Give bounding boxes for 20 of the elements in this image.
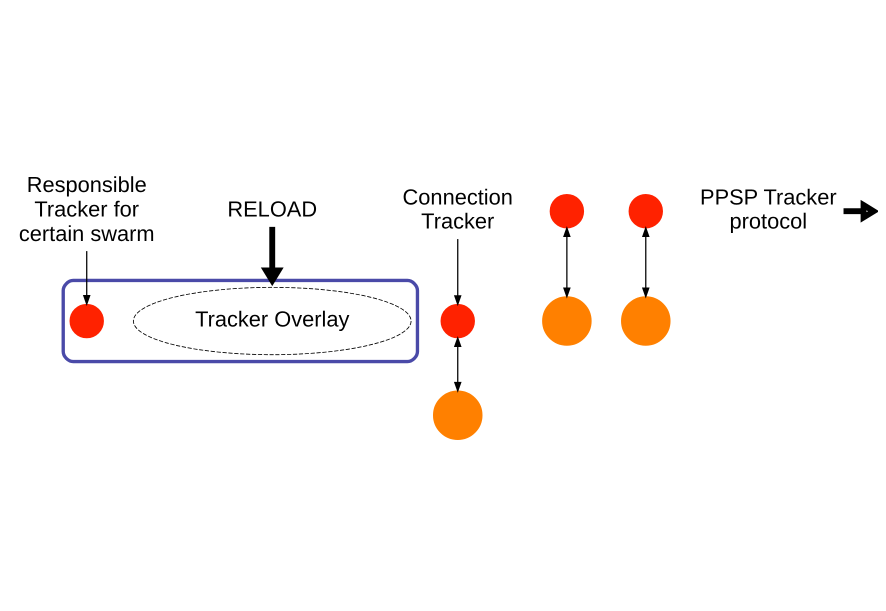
node-text: RELOAD (227, 196, 318, 222)
arrow (642, 226, 650, 298)
arrow (844, 200, 878, 223)
arrow (454, 336, 462, 393)
node-circle (542, 296, 592, 346)
node-circle (621, 296, 671, 346)
node-circle (70, 304, 104, 338)
node-text: PPSP Tracker protocol (700, 184, 837, 234)
node-ellipse: Tracker Overlay (132, 286, 412, 356)
node-text: Responsible Tracker for certain swarm (18, 172, 155, 246)
node-circle (432, 390, 482, 440)
node-circle (440, 304, 475, 338)
arrow (260, 226, 284, 286)
node-circle (628, 194, 663, 228)
arrow (454, 239, 462, 306)
node-circle (550, 194, 584, 228)
arrow (563, 226, 571, 298)
arrow (82, 251, 91, 306)
cluster (62, 278, 420, 364)
node-text: Connection Tracker (402, 184, 513, 234)
